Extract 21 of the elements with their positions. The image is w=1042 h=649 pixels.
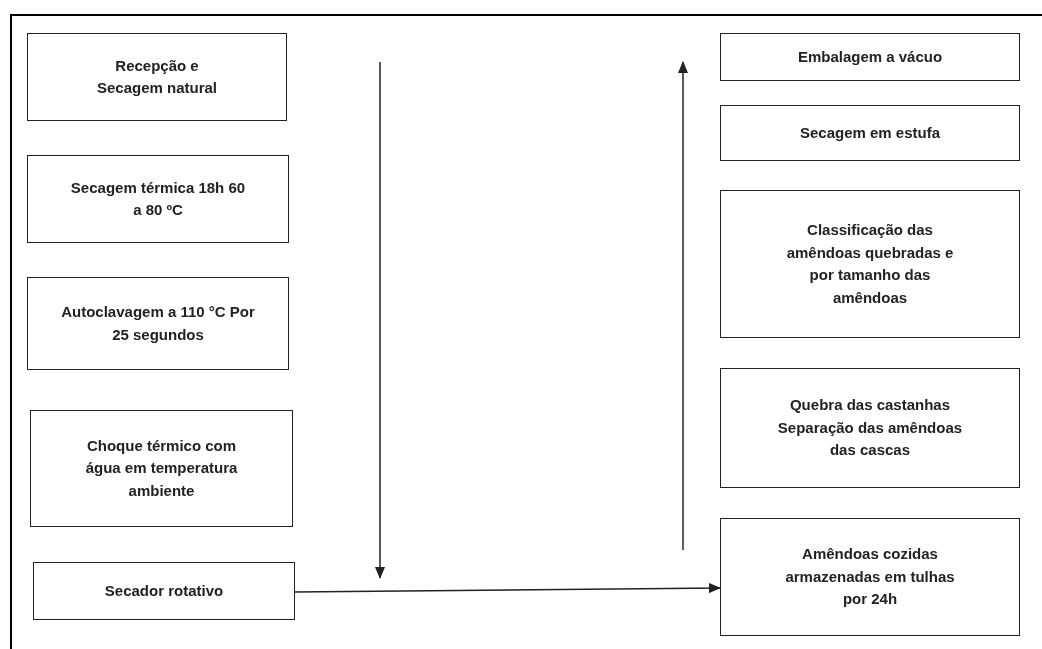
step-text: Autoclavagem a 110 °C Por 25 segundos xyxy=(60,302,256,345)
step-text: Classificação das amêndoas quebradas e por tamanho das amêndoas xyxy=(785,220,955,308)
process-box xyxy=(720,105,1020,161)
step-text: Secador rotativo xyxy=(104,580,224,601)
step-text: Choque térmico com água em temperatura ambiente xyxy=(84,435,239,501)
process-box xyxy=(30,410,293,527)
arrow xyxy=(294,583,721,594)
process-box xyxy=(720,33,1020,81)
process-box xyxy=(27,33,287,121)
process-box xyxy=(27,155,289,243)
process-box xyxy=(33,562,295,620)
step-text: Amêndoas cozidas armazenadas em tulhas por 24h xyxy=(784,544,956,610)
step-text: Quebra das castanhas Separação das amêndoas das cascas xyxy=(776,395,964,461)
process-box xyxy=(720,190,1020,338)
process-box xyxy=(720,368,1020,488)
step-text: Embalagem a vácuo xyxy=(797,46,943,67)
process-box xyxy=(720,518,1020,636)
process-box xyxy=(27,277,289,370)
step-text: Secagem em estufa xyxy=(799,122,941,143)
step-text: Secagem térmica 18h 60 a 80 ºC xyxy=(69,177,247,220)
step-text: Recepção e Secagem natural xyxy=(95,55,219,98)
